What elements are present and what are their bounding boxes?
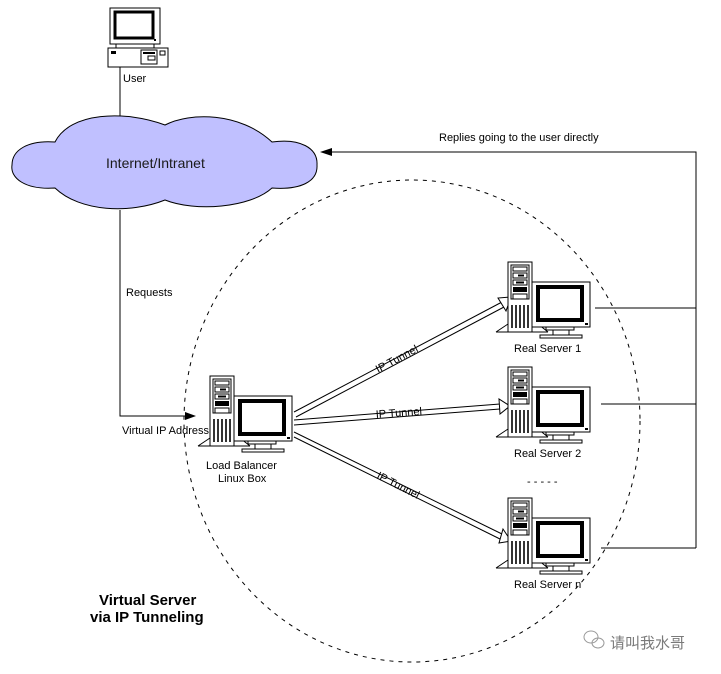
load-balancer-label-line2: Linux Box xyxy=(218,473,267,485)
watermark-text: 请叫我水哥 xyxy=(610,634,685,652)
ip-tunnel-2: IP Tunnel xyxy=(293,398,511,426)
reply-return-path xyxy=(328,151,697,548)
virtual-ip-label: Virtual IP Address xyxy=(122,425,210,437)
ip-tunnel-3-label: IP Tunnel xyxy=(375,470,422,502)
replies-label: Replies going to the user directly xyxy=(439,132,599,144)
user-label: User xyxy=(123,73,147,85)
real-server-2-label: Real Server 2 xyxy=(514,448,581,460)
real-server-2-icon xyxy=(494,365,592,445)
requests-path xyxy=(119,210,185,417)
user-computer-icon xyxy=(107,7,169,68)
requests-arrowhead xyxy=(185,412,196,420)
servers-ellipsis: - - - - - xyxy=(527,476,558,488)
ip-tunnel-1: IP Tunnel xyxy=(293,296,512,418)
ip-tunnel-1-label: IP Tunnel xyxy=(374,343,420,375)
wechat-icon xyxy=(583,630,605,649)
diagram-title-line1: Virtual Server xyxy=(99,592,196,609)
requests-label: Requests xyxy=(126,287,173,299)
reply-arrowhead xyxy=(320,148,332,156)
real-server-n-label: Real Server n xyxy=(514,579,581,591)
ip-tunnel-2-label: IP Tunnel xyxy=(375,406,422,421)
internet-cloud xyxy=(11,115,318,210)
ip-tunnel-3: IP Tunnel xyxy=(293,431,512,544)
cloud-label: Internet/Intranet xyxy=(106,155,205,171)
load-balancer-icon xyxy=(196,374,294,454)
real-server-1-label: Real Server 1 xyxy=(514,343,581,355)
real-server-n-icon xyxy=(494,496,592,576)
load-balancer-label-line1: Load Balancer xyxy=(206,460,277,472)
virtual-server-boundary xyxy=(183,179,641,663)
diagram-title-line2: via IP Tunneling xyxy=(90,609,204,626)
real-server-1-icon xyxy=(494,260,592,340)
